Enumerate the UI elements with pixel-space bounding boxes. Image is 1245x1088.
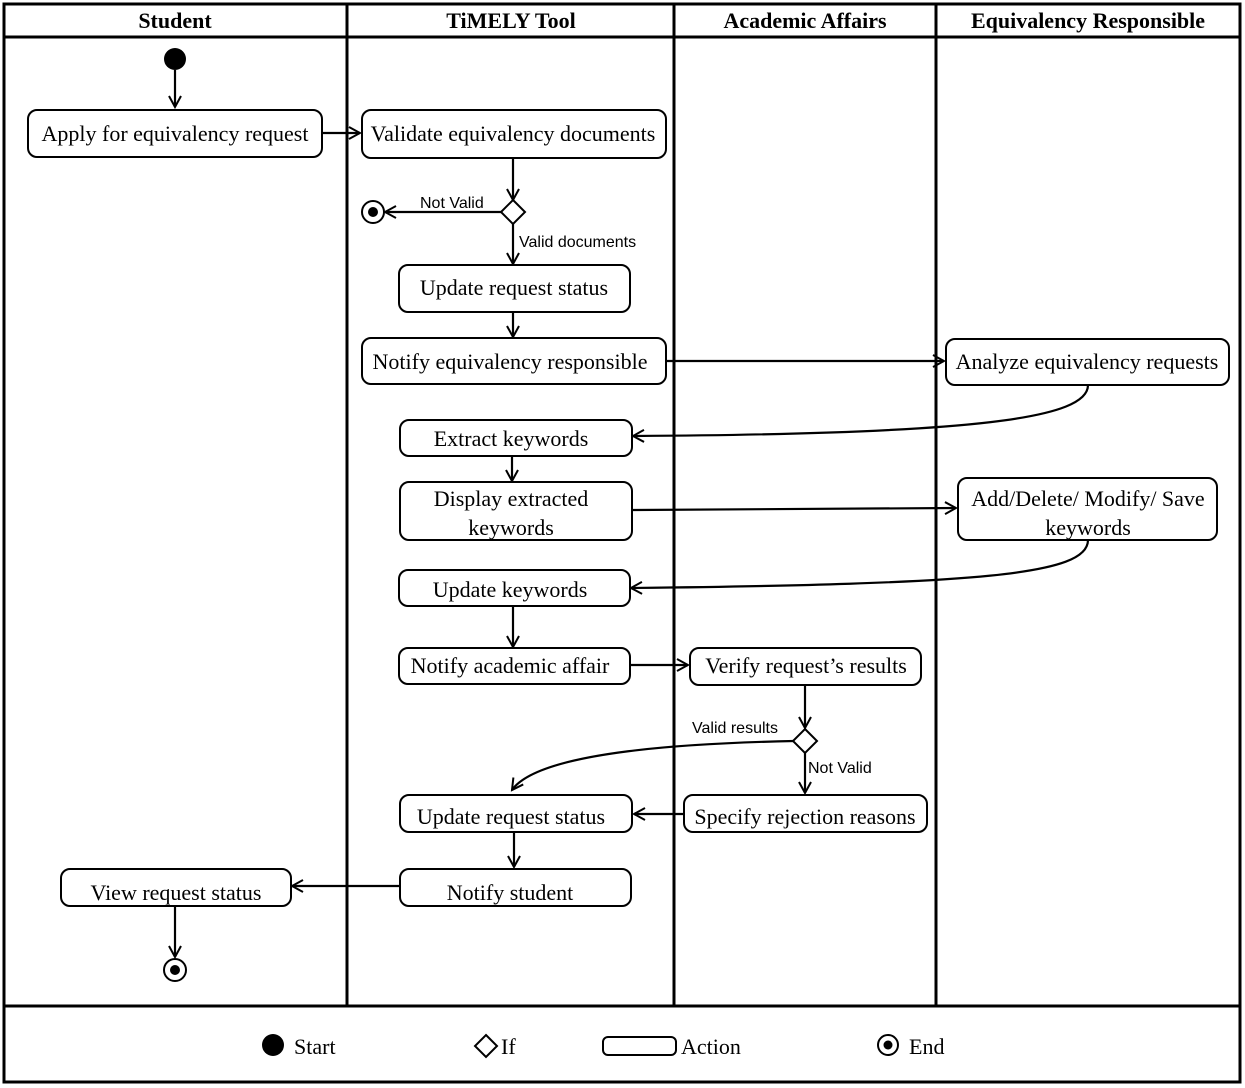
edges — [175, 70, 1090, 957]
action-notify-responsible-label: Notify equivalency responsible — [373, 349, 648, 374]
end-node-final — [163, 958, 187, 982]
action-notify-student-box — [399, 868, 632, 907]
legend-action-label: Action — [681, 1034, 741, 1059]
action-display-label-line2: keywords — [468, 515, 554, 540]
legend-start-icon — [262, 1034, 284, 1056]
action-notify-academic-box — [398, 647, 631, 685]
edge-display-add — [631, 508, 956, 510]
edge-add-updatekeywords — [631, 539, 1090, 588]
label-valid-results: Valid results — [692, 720, 778, 737]
end-node-not-valid — [361, 200, 385, 224]
legend-action-icon — [602, 1036, 677, 1056]
action-extract-box — [399, 419, 633, 457]
action-view-status-label: View request status — [91, 880, 262, 905]
action-update-status-2-label: Update request status — [417, 804, 605, 829]
action-add-delete-label-line2: keywords — [1045, 515, 1131, 540]
legend-if-label: If — [501, 1034, 516, 1059]
action-specify-rejection-label: Specify rejection reasons — [694, 804, 915, 829]
action-update-status-1-box — [398, 264, 631, 313]
action-notify-student-label: Notify student — [447, 880, 574, 905]
lane-title-student: Student — [138, 8, 212, 33]
action-display-label-line1: Display extracted — [434, 486, 589, 511]
start-node — [164, 48, 186, 70]
lane-title-timely-tool: TiMELY Tool — [446, 8, 575, 33]
decision-validate — [499, 198, 527, 226]
action-validate-label: Validate equivalency documents — [371, 121, 656, 146]
action-add-delete-box — [957, 477, 1218, 541]
label-valid-documents: Valid documents — [519, 234, 636, 251]
action-specify-rejection-box — [683, 794, 928, 833]
action-apply-box — [27, 109, 323, 158]
action-add-delete-label-line1: Add/Delete/ Modify/ Save — [971, 486, 1204, 511]
lane-title-academic-affairs: Academic Affairs — [723, 8, 887, 33]
action-update-status-1-label: Update request status — [420, 275, 608, 300]
edge-analyze-extract — [633, 384, 1090, 436]
legend-start-label: Start — [294, 1034, 336, 1059]
legend-if-icon — [473, 1033, 499, 1059]
edge-valid-results-update — [512, 739, 795, 790]
action-validate-box — [361, 109, 667, 159]
label-not-valid-documents: Not Valid — [420, 195, 484, 212]
action-extract-label: Extract keywords — [434, 426, 589, 451]
action-apply-label: Apply for equivalency request — [42, 121, 309, 146]
action-verify-box — [689, 647, 922, 686]
action-verify-label: Verify request’s results — [705, 653, 907, 678]
action-view-status-box — [60, 868, 292, 907]
action-update-keywords-box — [398, 569, 631, 607]
legend: Start If Action End — [262, 1033, 944, 1059]
action-notify-academic-label: Notify academic affair — [411, 653, 610, 678]
lane-title-equivalency-responsible: Equivalency Responsible — [971, 8, 1205, 33]
legend-end-label: End — [909, 1034, 944, 1059]
action-analyze-box — [945, 338, 1230, 386]
action-display-box — [399, 481, 633, 541]
label-not-valid-results: Not Valid — [808, 760, 872, 777]
action-notify-responsible-box — [361, 337, 667, 385]
action-analyze-label: Analyze equivalency requests — [956, 349, 1219, 374]
decision-verify — [791, 727, 819, 755]
action-update-keywords-label: Update keywords — [433, 577, 588, 602]
action-update-status-2-box — [399, 794, 633, 833]
